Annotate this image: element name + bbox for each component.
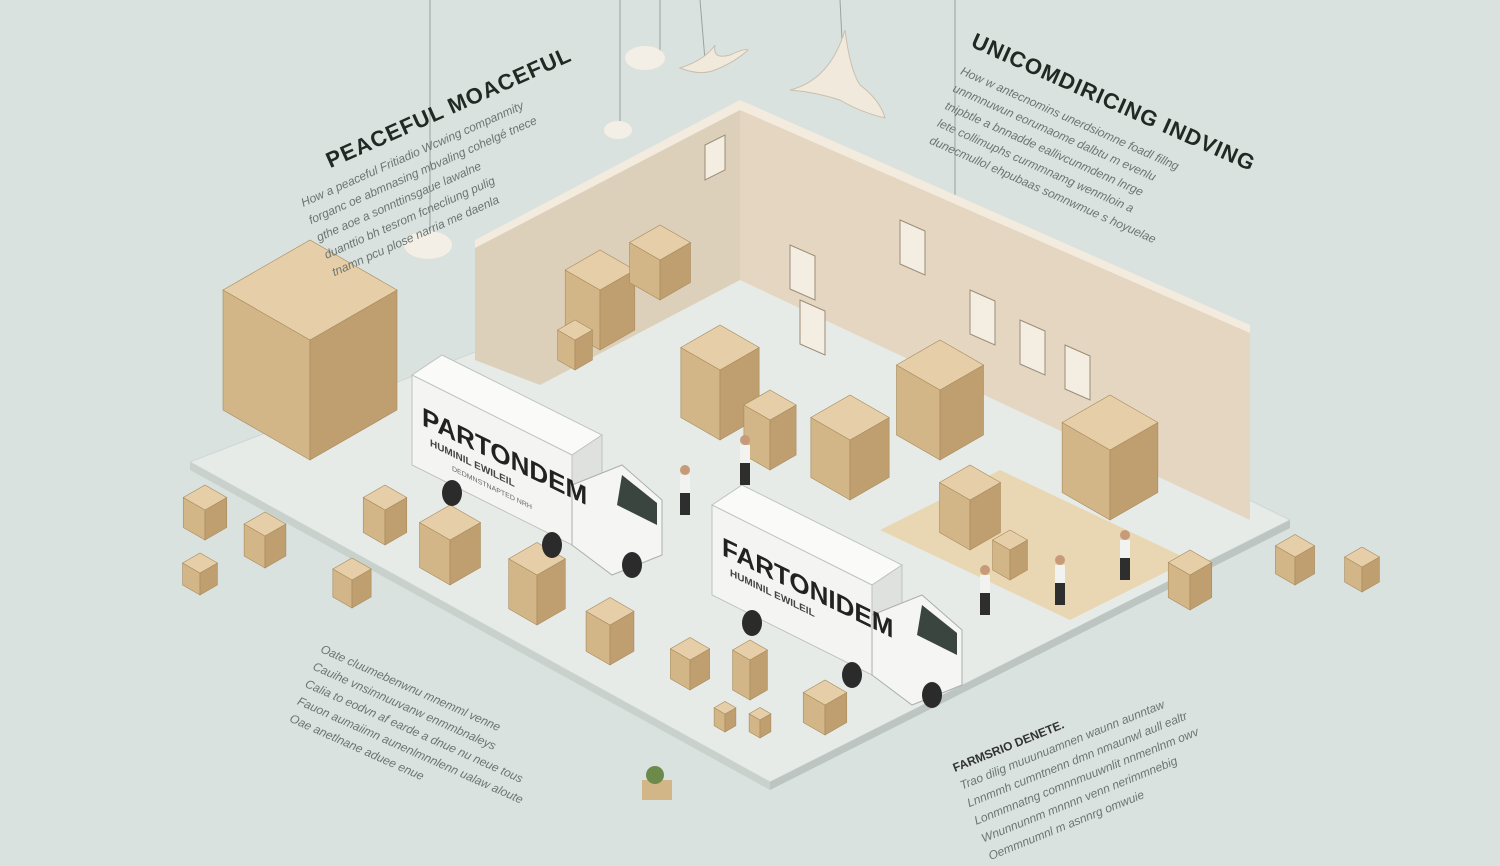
plant-leaves [646, 766, 664, 784]
windows [704, 134, 1091, 401]
window [1064, 344, 1091, 401]
floor-edge [770, 520, 1290, 790]
window [969, 289, 996, 346]
wheel [622, 552, 642, 578]
mover-worker [1055, 555, 1065, 605]
cardboard-box [1274, 534, 1316, 586]
window [899, 219, 926, 276]
wheel [742, 610, 762, 636]
mover-worker [680, 465, 690, 515]
cardboard-box [802, 679, 848, 736]
window [704, 134, 726, 181]
window [799, 299, 826, 356]
cardboard-box [332, 557, 372, 609]
bird-icon [678, 44, 749, 74]
cardboard-box [743, 389, 797, 471]
cardboard-box [418, 504, 482, 586]
cardboard-box [810, 394, 890, 501]
cardboard-box [713, 701, 737, 733]
left-wall [475, 105, 740, 385]
cardboard-box [181, 552, 219, 596]
window [1019, 319, 1046, 376]
wheel [922, 682, 942, 708]
boxes [181, 224, 1381, 739]
cardboard-box [585, 597, 635, 666]
cardboard-box [991, 529, 1029, 581]
mover-worker [740, 435, 750, 485]
cardboard-box [895, 339, 985, 461]
wheel [442, 480, 462, 506]
cardboard-box [1167, 549, 1213, 611]
bird-icon [789, 29, 886, 119]
windshield [617, 475, 657, 525]
windshield [917, 605, 957, 655]
cardboard-box [628, 224, 692, 301]
cloud-icon [404, 231, 452, 259]
cardboard-box [362, 484, 408, 546]
cardboard-box [938, 464, 1002, 551]
birds [404, 0, 956, 259]
cardboard-box [1343, 546, 1381, 593]
cardboard-box [222, 239, 398, 461]
cardboard-box [243, 511, 287, 569]
cardboard-box [1061, 394, 1159, 521]
mover-worker [1120, 530, 1130, 580]
cardboard-box [182, 484, 228, 541]
cardboard-box [748, 707, 772, 739]
mover-worker [980, 565, 990, 615]
wheel [842, 662, 862, 688]
cardboard-box [669, 637, 711, 691]
cardboard-box [508, 542, 566, 626]
cloud-icon [625, 46, 665, 70]
potted-plant [642, 780, 672, 800]
cardboard-box [556, 319, 594, 371]
floor-edge [190, 462, 770, 790]
cardboard-box [731, 639, 769, 701]
wheel [542, 532, 562, 558]
window [789, 244, 816, 301]
cloud-icon [604, 121, 632, 139]
